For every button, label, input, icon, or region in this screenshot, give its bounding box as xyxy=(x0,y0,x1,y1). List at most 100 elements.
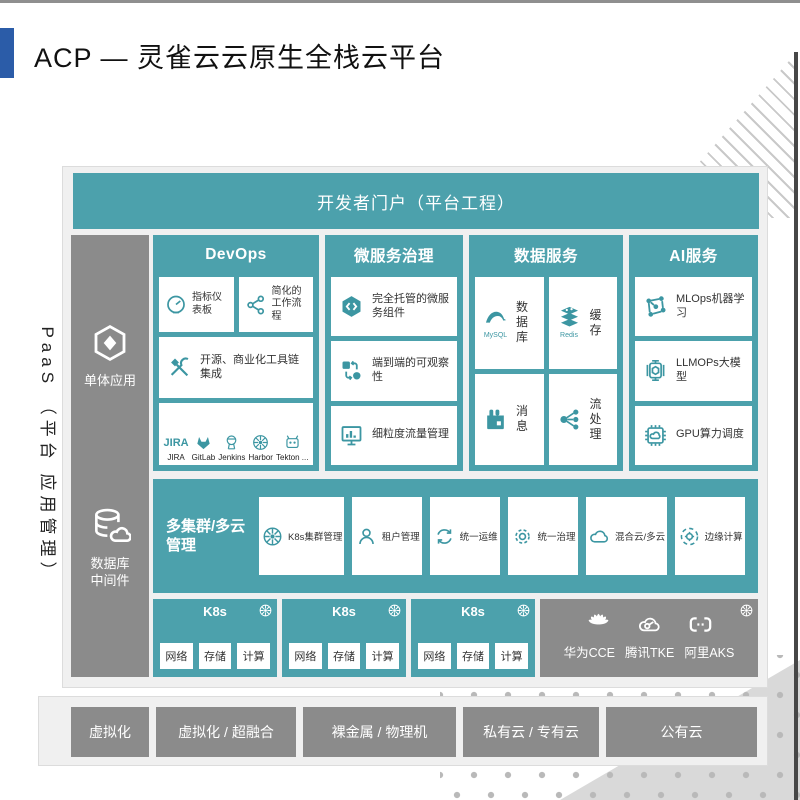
llmops-card: LLMOPs大模型 xyxy=(635,341,752,401)
gpu-card: GPU算力调度 xyxy=(635,405,752,465)
devops-title: DevOps xyxy=(205,246,267,263)
ai-services-cards: MLOps机器学习 LLMOPs大模型 GPU算力调度 xyxy=(635,277,752,465)
unified-governance-card: 统一治理 xyxy=(508,497,578,575)
toolchain-label: 开源、商业化工具链集成 xyxy=(200,353,299,380)
gitlab-logo xyxy=(194,433,213,452)
database-label: 数据库 xyxy=(516,300,529,345)
k8s-box-3-chips: 网络 存储 计算 xyxy=(418,643,529,669)
monolith-icon xyxy=(89,322,131,364)
simplified-workflow-card: 简化的工作流程 xyxy=(238,277,313,332)
mysql-logo xyxy=(482,304,509,331)
stream-icon xyxy=(556,406,583,433)
toolchain-card: 开源、商业化工具链集成 xyxy=(159,337,313,398)
k8s-icon xyxy=(739,603,754,618)
redis-logo-stack: Redis xyxy=(556,304,583,341)
mlops-card: MLOps机器学习 xyxy=(635,277,752,337)
hybrid-cloud-card: 混合云/多云 xyxy=(586,497,668,575)
alibaba-cloud-logo xyxy=(687,611,714,638)
managed-microservices-card: 完全托管的微服务组件 xyxy=(331,277,457,337)
unified-governance-label: 统一治理 xyxy=(537,532,576,543)
storage-chip: 存储 xyxy=(327,643,361,669)
database-card: MySQL 数据库 xyxy=(475,277,544,369)
traffic-management-label: 细粒度流量管理 xyxy=(372,428,449,441)
redis-logo-text: Redis xyxy=(560,332,578,340)
data-services-column: 数据服务 MySQL 数据库 Redis 缓存 消息 xyxy=(469,235,623,471)
microservices-column: 微服务治理 完全托管的微服务组件 端到端的可观察性 细粒度流量管理 xyxy=(325,235,463,471)
ai-services-title: AI服务 xyxy=(669,248,718,265)
unified-ops-card: 统一运维 xyxy=(430,497,501,575)
llmops-icon xyxy=(642,357,669,384)
hyperconverged-box: 虚拟化 / 超融合 xyxy=(156,707,296,757)
k8s-box-2-title: K8s xyxy=(332,604,356,619)
tekton-logo xyxy=(283,433,302,452)
compute-chip: 计算 xyxy=(495,643,529,669)
storage-chip: 存储 xyxy=(456,643,490,669)
k8s-cluster-mgmt-label: K8s集群管理 xyxy=(288,532,343,543)
network-chip: 网络 xyxy=(289,643,322,669)
compute-chip: 计算 xyxy=(237,643,271,669)
cache-card: Redis 缓存 xyxy=(548,277,617,369)
k8s-cluster-mgmt-card: K8s集群管理 xyxy=(259,497,345,575)
stream-card: 流处理 xyxy=(548,373,617,465)
virtualization-box: 虚拟化 xyxy=(71,707,149,757)
message-label: 消息 xyxy=(516,404,529,434)
edge-icon xyxy=(678,525,701,548)
tenant-icon xyxy=(355,525,378,548)
tencent-tke-label: 腾讯TKE xyxy=(625,646,675,660)
edge-computing-label: 边缘计算 xyxy=(704,532,743,543)
monolith-app-item: 单体应用 xyxy=(84,322,136,390)
developer-portal-header: 开发者门户（平台工程） xyxy=(73,173,759,229)
multicloud-cards: K8s集群管理 租户管理 统一运维 统一治理 混合云/多云 边缘计算 xyxy=(259,497,758,575)
compute-chip: 计算 xyxy=(366,643,400,669)
observability-label: 端到端的可观察性 xyxy=(372,357,449,383)
gauge-icon xyxy=(164,293,188,317)
network-chip: 网络 xyxy=(160,643,193,669)
harbor-label: Harbor xyxy=(248,453,273,462)
k8s-icon xyxy=(516,603,531,618)
mysql-logo-stack: MySQL xyxy=(482,304,509,341)
k8s-box-1: K8s 网络 存储 计算 xyxy=(153,599,277,677)
right-edge-line xyxy=(794,52,798,800)
tekton-label: Tekton ... xyxy=(276,453,309,462)
hybrid-cloud-icon xyxy=(588,525,611,548)
metrics-dashboard-card: 指标仪表板 xyxy=(159,277,234,332)
rabbitmq-logo xyxy=(482,406,509,433)
tencent-cloud-logo xyxy=(636,611,663,638)
public-cloud-box: 公有云 xyxy=(606,707,757,757)
k8s-box-2: K8s 网络 存储 计算 xyxy=(282,599,406,677)
jira-logo: JIRA xyxy=(163,436,189,449)
monolith-app-label: 单体应用 xyxy=(83,373,136,389)
k8s-box-3-title: K8s xyxy=(461,604,485,619)
database-middleware-item: 数据库 中间件 xyxy=(89,505,131,590)
observability-card: 端到端的可观察性 xyxy=(331,341,457,401)
database-middleware-label: 数据库 中间件 xyxy=(90,555,130,589)
harbor-logo xyxy=(251,433,270,452)
data-services-title: 数据服务 xyxy=(513,248,578,265)
governance-icon xyxy=(511,525,534,548)
ops-icon xyxy=(433,525,456,548)
devops-cards: 指标仪表板 简化的工作流程 开源、商业化工具链集成 JIRA JIRA Git xyxy=(159,277,313,465)
developer-portal-title: 开发者门户（平台工程） xyxy=(317,193,515,213)
managed-cloud-labels: 华为CCE 腾讯TKE 阿里AKS xyxy=(540,642,758,661)
gpu-icon xyxy=(642,422,669,449)
unified-ops-label: 统一运维 xyxy=(459,532,498,543)
k8s-box-3: K8s 网络 存储 计算 xyxy=(411,599,535,677)
data-services-cards: MySQL 数据库 Redis 缓存 消息 流处理 xyxy=(475,277,617,465)
harbor-tool: Harbor xyxy=(248,433,273,462)
mlops-label: MLOps机器学习 xyxy=(676,292,745,319)
managed-cloud-logos xyxy=(540,611,758,638)
k8s-icon xyxy=(258,603,273,618)
paas-vertical-label: PaaS （平台 应用管理） xyxy=(38,326,57,584)
traffic-icon xyxy=(338,422,365,449)
observability-icon xyxy=(338,357,365,384)
k8s-icon xyxy=(261,525,284,548)
multicloud-label: 多集群/多云管理 xyxy=(166,517,246,555)
tools-icon xyxy=(166,354,193,381)
metrics-dashboard-label: 指标仪表板 xyxy=(192,292,222,316)
k8s-icon xyxy=(387,603,402,618)
hybrid-cloud-label: 混合云/多云 xyxy=(615,532,666,543)
iaas-panel: 虚拟化 虚拟化 / 超融合 裸金属 / 物理机 私有云 / 专有云 公有云 xyxy=(38,696,768,766)
tenant-mgmt-label: 租户管理 xyxy=(381,532,420,543)
microservices-cards: 完全托管的微服务组件 端到端的可观察性 细粒度流量管理 xyxy=(331,277,457,465)
gitlab-label: GitLab xyxy=(191,453,216,462)
